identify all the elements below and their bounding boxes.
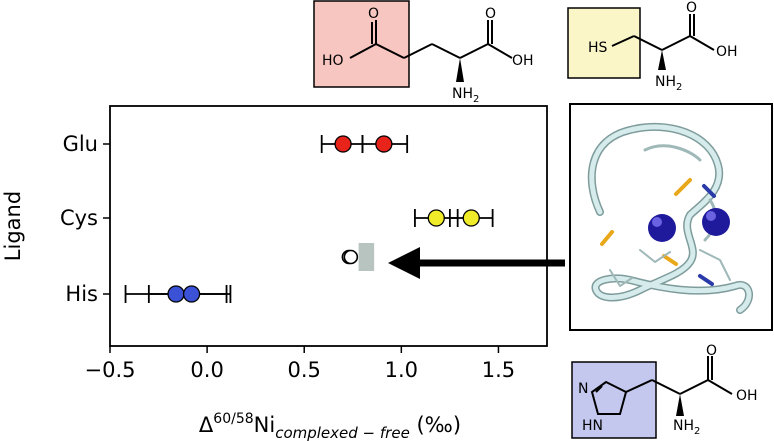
data-point (375, 135, 393, 153)
y-axis-label: Ligand (1, 191, 25, 261)
data-point (167, 285, 185, 303)
glu-wedge (456, 58, 464, 82)
nickel-atom-1-highlight (652, 217, 662, 227)
nickel-atom-2-highlight (706, 211, 716, 221)
glu-structure: O O HO OH NH2 (313, 0, 534, 105)
his-o: O (706, 343, 717, 359)
y-tick-label: Cys (60, 206, 98, 230)
glu-o1: O (368, 6, 379, 22)
cys-highlight-box (567, 7, 641, 79)
glu-nh: NH2 (452, 86, 479, 105)
cys-nh: NH2 (655, 74, 682, 93)
x-tick-label: 1.0 (385, 358, 418, 382)
x-axis-label: Δ60/58Nicomplexed − free (‰) (199, 411, 461, 441)
data-point (182, 285, 201, 303)
his-nh: NH2 (673, 418, 700, 437)
his-wedge (676, 394, 684, 416)
plot-frame (109, 105, 548, 347)
pointer-arrow (388, 247, 565, 279)
glu-o2: O (485, 6, 496, 22)
his-oh: OH (736, 388, 758, 404)
his-n: N (578, 381, 588, 397)
cys-structure: O HS OH NH2 (567, 0, 738, 93)
x-tick-label: 0.5 (288, 358, 321, 382)
cys-oh: OH (716, 44, 738, 60)
his-structure: O N HN OH NH2 (571, 343, 758, 439)
cys-wedge (658, 50, 666, 70)
his-highlight-box (571, 361, 657, 439)
data-point (462, 209, 480, 227)
cys-hs: HS (588, 40, 608, 56)
y-tick-label: His (65, 282, 98, 306)
protein-structure (569, 103, 773, 331)
nickel-atom-2 (702, 208, 730, 236)
data-point (334, 135, 352, 153)
y-tick-label: Glu (63, 132, 98, 156)
glu-highlight-box (313, 0, 410, 88)
cys-o: O (686, 0, 697, 16)
reference-band (358, 243, 375, 271)
x-tick-label: 0.0 (190, 358, 223, 382)
glu-ho: HO (322, 53, 344, 69)
glu-oh: OH (512, 53, 534, 69)
his-hn: HN (582, 418, 603, 434)
nickel-atom-1 (648, 214, 676, 242)
x-tick-label: 1.5 (482, 358, 515, 382)
reference-point (343, 249, 359, 265)
data-point (427, 209, 445, 227)
x-tick-label: −0.5 (85, 358, 136, 382)
